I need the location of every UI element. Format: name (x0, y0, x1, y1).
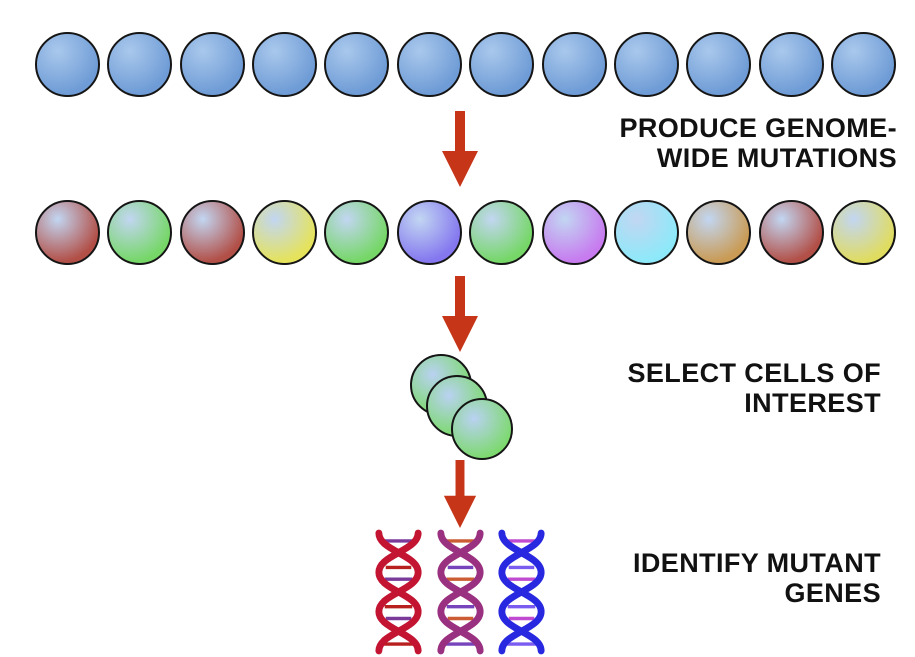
original-cell (758, 32, 824, 97)
original-cell (324, 32, 390, 97)
down-arrow-icon (442, 460, 478, 528)
dna-helix-red-icon (371, 526, 426, 656)
down-arrow-icon (442, 276, 478, 352)
selected-cell (451, 398, 513, 460)
step-label-line: INTEREST (744, 388, 881, 418)
step-label-line: IDENTIFY MUTANT (633, 548, 881, 578)
dna-helices-group (371, 526, 549, 656)
step-label-line: SELECT CELLS OF (627, 358, 881, 388)
step-label-line: PRODUCE GENOME- (619, 113, 897, 143)
dna-helix-blue-icon (494, 526, 549, 656)
mutated-cell (324, 200, 390, 265)
original-cell (107, 32, 173, 97)
down-arrow-icon (442, 111, 478, 187)
mutated-cell (686, 200, 752, 265)
mutated-cell (758, 200, 824, 265)
original-cell (613, 32, 679, 97)
mutated-cell (179, 200, 245, 265)
original-cell (469, 32, 535, 97)
original-cell (830, 32, 896, 97)
mutated-cell (541, 200, 607, 265)
mutated-cell (613, 200, 679, 265)
original-cell (35, 32, 100, 97)
step-label-line: WIDE MUTATIONS (656, 143, 897, 173)
step-label-produce-mutations: PRODUCE GENOME-WIDE MUTATIONS (619, 113, 897, 173)
mutated-cell (469, 200, 535, 265)
mutated-cell (252, 200, 318, 265)
mutated-cell (107, 200, 173, 265)
original-cells-row (35, 32, 896, 98)
mutated-cells-row (35, 200, 896, 266)
mutated-cell (396, 200, 462, 265)
mutated-cell (830, 200, 896, 265)
original-cell (396, 32, 462, 97)
original-cell (179, 32, 245, 97)
original-cell (686, 32, 752, 97)
original-cell (252, 32, 318, 97)
original-cell (541, 32, 607, 97)
dna-helix-purple-icon (433, 526, 488, 656)
step-label-line: GENES (784, 578, 881, 608)
mutated-cell (35, 200, 100, 265)
